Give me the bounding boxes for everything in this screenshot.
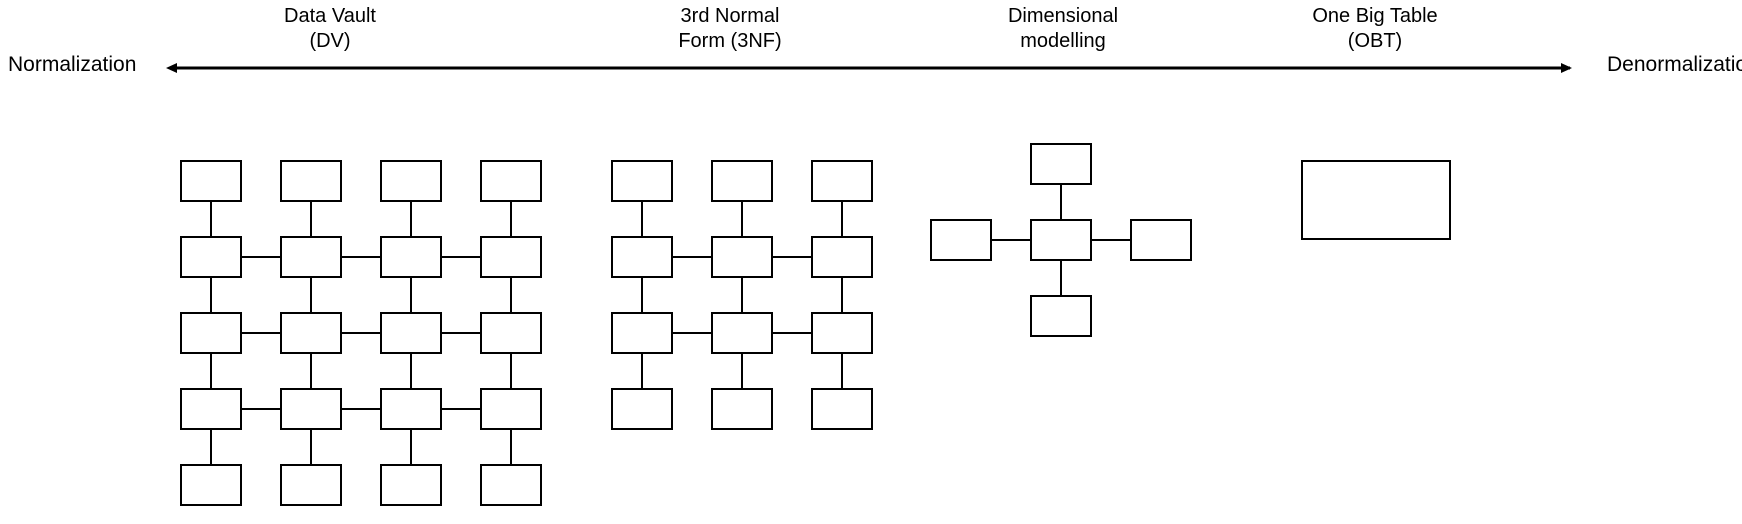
connector-horizontal: [342, 332, 380, 334]
dimension-box: [930, 219, 992, 261]
connector-vertical: [741, 202, 743, 236]
fact-box: [1030, 219, 1092, 261]
connector-horizontal: [342, 256, 380, 258]
entity-box: [280, 312, 342, 354]
entity-box: [280, 464, 342, 506]
entity-box: [811, 160, 873, 202]
connector-vertical: [210, 278, 212, 312]
entity-box: [480, 464, 542, 506]
one-big-table-box: [1301, 160, 1451, 240]
entity-box: [280, 388, 342, 430]
stage-label-data-vault: Data Vault (DV): [284, 5, 376, 52]
connector-horizontal: [1092, 239, 1130, 241]
stage-label-one-big-table: One Big Table (OBT): [1312, 5, 1438, 52]
connector-vertical: [741, 278, 743, 312]
entity-box: [380, 388, 442, 430]
entity-box: [380, 236, 442, 278]
connector-vertical: [310, 202, 312, 236]
connector-horizontal: [242, 408, 280, 410]
entity-box: [811, 388, 873, 430]
entity-box: [711, 312, 773, 354]
entity-box: [811, 236, 873, 278]
connector-vertical: [310, 354, 312, 388]
connector-vertical: [510, 430, 512, 464]
connector-horizontal: [773, 256, 811, 258]
connector-horizontal: [242, 332, 280, 334]
connector-horizontal: [992, 239, 1030, 241]
connector-vertical: [741, 354, 743, 388]
entity-box: [711, 160, 773, 202]
connector-vertical: [510, 202, 512, 236]
connector-vertical: [510, 278, 512, 312]
entity-box: [811, 312, 873, 354]
entity-box: [380, 312, 442, 354]
connector-vertical: [210, 430, 212, 464]
connector-vertical: [210, 202, 212, 236]
connector-vertical: [841, 354, 843, 388]
entity-box: [280, 236, 342, 278]
connector-horizontal: [673, 256, 711, 258]
connector-vertical: [841, 202, 843, 236]
connector-vertical: [410, 354, 412, 388]
connector-horizontal: [342, 408, 380, 410]
entity-box: [180, 464, 242, 506]
dimension-box: [1130, 219, 1192, 261]
connector-vertical: [510, 354, 512, 388]
connector-vertical: [641, 202, 643, 236]
connector-vertical: [641, 354, 643, 388]
axis-left-label: Normalization: [8, 53, 137, 76]
connector-vertical: [410, 278, 412, 312]
connector-vertical: [410, 202, 412, 236]
entity-box: [280, 160, 342, 202]
entity-box: [480, 388, 542, 430]
entity-box: [611, 312, 673, 354]
connector-horizontal: [773, 332, 811, 334]
entity-box: [380, 160, 442, 202]
entity-box: [611, 388, 673, 430]
connector-horizontal: [442, 408, 480, 410]
connector-horizontal: [673, 332, 711, 334]
connector-vertical: [641, 278, 643, 312]
entity-box: [480, 312, 542, 354]
connector-vertical: [1060, 261, 1062, 295]
dimension-box: [1030, 143, 1092, 185]
entity-box: [611, 160, 673, 202]
stage-label-dimensional-modelling: Dimensional modelling: [1007, 5, 1119, 52]
entity-box: [611, 236, 673, 278]
connector-vertical: [210, 354, 212, 388]
connector-vertical: [410, 430, 412, 464]
stage-label-third-normal-form: 3rd Normal Form (3NF): [678, 5, 782, 52]
entity-box: [180, 236, 242, 278]
dimension-box: [1030, 295, 1092, 337]
connector-vertical: [310, 430, 312, 464]
connector-horizontal: [242, 256, 280, 258]
axis-right-label: Denormalization: [1607, 53, 1742, 76]
entity-box: [180, 160, 242, 202]
connector-horizontal: [442, 256, 480, 258]
connector-vertical: [310, 278, 312, 312]
entity-box: [180, 312, 242, 354]
connector-horizontal: [442, 332, 480, 334]
entity-box: [180, 388, 242, 430]
connector-vertical: [841, 278, 843, 312]
entity-box: [711, 236, 773, 278]
entity-box: [480, 160, 542, 202]
entity-box: [380, 464, 442, 506]
entity-box: [711, 388, 773, 430]
connector-vertical: [1060, 185, 1062, 219]
entity-box: [480, 236, 542, 278]
